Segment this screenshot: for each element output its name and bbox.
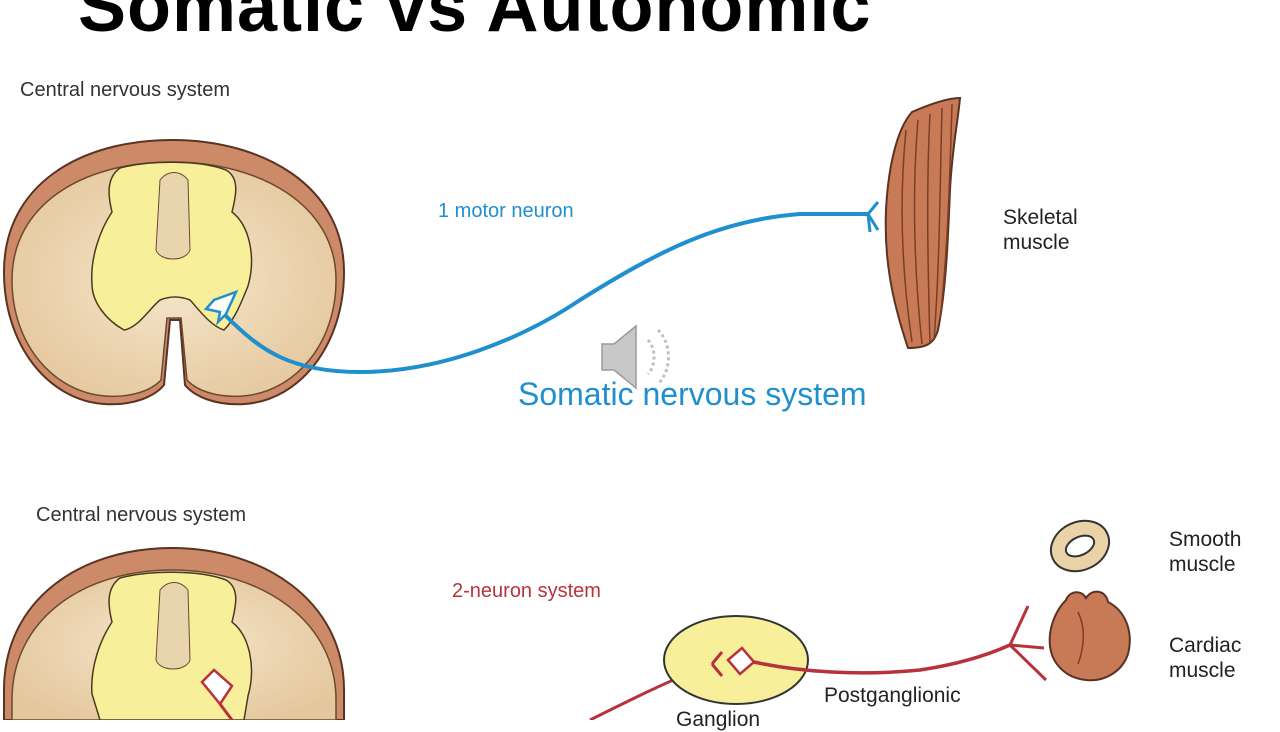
preganglionic-cell-body [200, 668, 234, 707]
ganglion [663, 615, 809, 705]
two-neuron-label: 2-neuron system [452, 580, 601, 602]
speaker-icon[interactable] [601, 324, 670, 390]
slide-title: Somatic vs Autonomic [78, 0, 872, 47]
spinal-cord-bottom [3, 546, 345, 720]
motor-neuron-label: 1 motor neuron [438, 200, 574, 222]
neuromuscular-terminal [866, 201, 880, 233]
heart [1048, 590, 1131, 682]
cns-label-top: Central nervous system [20, 79, 231, 101]
skeletal-muscle-label: Skeletal muscle [1003, 206, 1078, 254]
postganglionic-axon [753, 643, 1011, 675]
skeletal-muscle [884, 96, 962, 350]
cns-label-bottom: Central nervous system [36, 504, 247, 526]
postganglionic-label: Postganglionic [824, 684, 961, 707]
somatic-motor-axon [224, 212, 870, 375]
spinal-cord-top [2, 138, 346, 406]
ganglion-label: Ganglion [676, 708, 761, 731]
somatic-system-label: Somatic nervous system [518, 376, 867, 412]
smooth-muscle-label: Smooth muscle [1169, 528, 1242, 576]
smooth-muscle [1049, 519, 1111, 573]
cardiac-muscle-label: Cardiac muscle [1169, 634, 1242, 682]
